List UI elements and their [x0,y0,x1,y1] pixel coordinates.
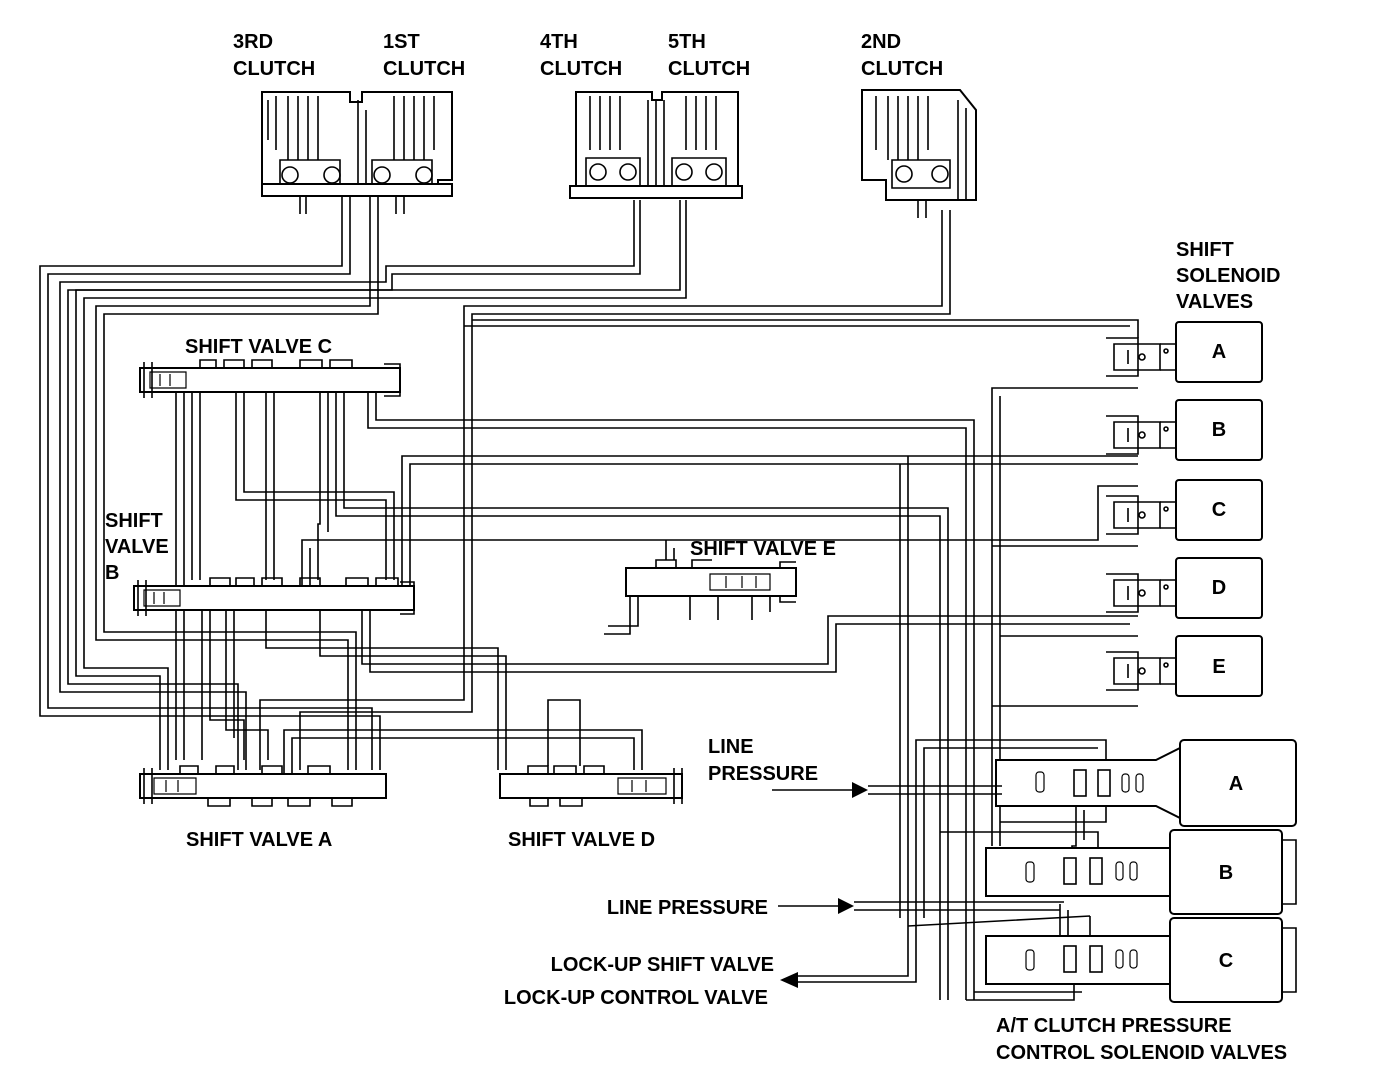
clutch-2nd-label-2: CLUTCH [861,58,943,80]
shift-valve-a [139,729,643,807]
shift-valve-a-label: SHIFT VALVE A [186,829,332,851]
lockup-shift-valve-label: LOCK-UP SHIFT VALVE [551,954,774,976]
line-pressure-2-label: LINE PRESSURE [607,897,768,919]
shift-solenoid-title-1: SHIFT [1176,239,1234,261]
shift-valve-d [499,699,683,807]
shift-solenoid-lines [899,387,1138,926]
pressure-solenoid-b-label: B [1219,862,1233,884]
pressure-solenoid-a[interactable] [995,739,1297,827]
clutch-3rd-1st-assembly [261,91,453,214]
clutch-4th-5th-assembly [569,91,743,199]
line-pressure-arrows [772,782,1064,988]
shift-solenoid-c[interactable] [1106,479,1263,541]
shift-solenoid-a[interactable] [1106,321,1263,383]
shift-valve-d-label: SHIFT VALVE D [508,829,655,851]
clutch-4th-label-1: 4TH [540,31,578,53]
clutch-2nd-assembly [861,89,977,218]
shift-valve-e-label: SHIFT VALVE E [690,538,836,560]
shift-solenoid-d-label: D [1212,577,1226,599]
clutch-1st-label-1: 1ST [383,31,420,53]
shift-solenoid-c-label: C [1212,499,1226,521]
clutch-5th-label-1: 5TH [668,31,706,53]
pressure-solenoid-c[interactable] [985,917,1297,1003]
shift-valve-b-label-3: B [105,562,119,584]
clutch-3rd-label-2: CLUTCH [233,58,315,80]
clutch-5th-label-2: CLUTCH [668,58,750,80]
shift-solenoid-b-label: B [1212,419,1226,441]
clutch-1st-label-2: CLUTCH [383,58,465,80]
shift-solenoid-a-label: A [1212,341,1226,363]
shift-solenoid-title-2: SOLENOID [1176,265,1280,287]
shift-valve-b-label-1: SHIFT [105,510,163,532]
clutch-2nd-label-1: 2ND [861,31,901,53]
pressure-solenoid-b[interactable] [985,829,1297,915]
pressure-solenoid-title-2: CONTROL SOLENOID VALVES [996,1042,1287,1064]
shift-solenoid-b[interactable] [1106,399,1263,461]
pressure-solenoid-a-label: A [1229,773,1243,795]
shift-valve-c-label: SHIFT VALVE C [185,336,332,358]
pressure-solenoid-c-label: C [1219,950,1233,972]
pressure-solenoid-lines [907,739,1107,1001]
clutch-labels: 3RD CLUTCH 1ST CLUTCH 4TH CLUTCH 5TH CLU… [233,31,943,80]
line-pressure-1-label-1: LINE [708,736,754,758]
shift-valve-b [133,455,1138,770]
fluid-lines-left [39,196,1139,770]
shift-solenoid-e-label: E [1212,656,1225,678]
clutch-3rd-label-1: 3RD [233,31,273,53]
pressure-solenoid-title-1: A/T CLUTCH PRESSURE [996,1015,1232,1037]
shift-solenoid-d[interactable] [1106,557,1263,619]
shift-solenoid-title-3: VALVES [1176,291,1253,313]
shift-valve-b-label-2: VALVE [105,536,169,558]
shift-valve-c [139,359,975,1000]
lockup-control-valve-label: LOCK-UP CONTROL VALVE [504,987,768,1009]
shift-valve-e [604,540,797,635]
shift-solenoid-e[interactable] [1106,635,1263,697]
line-pressure-1-label-2: PRESSURE [708,763,818,785]
clutch-4th-label-2: CLUTCH [540,58,622,80]
